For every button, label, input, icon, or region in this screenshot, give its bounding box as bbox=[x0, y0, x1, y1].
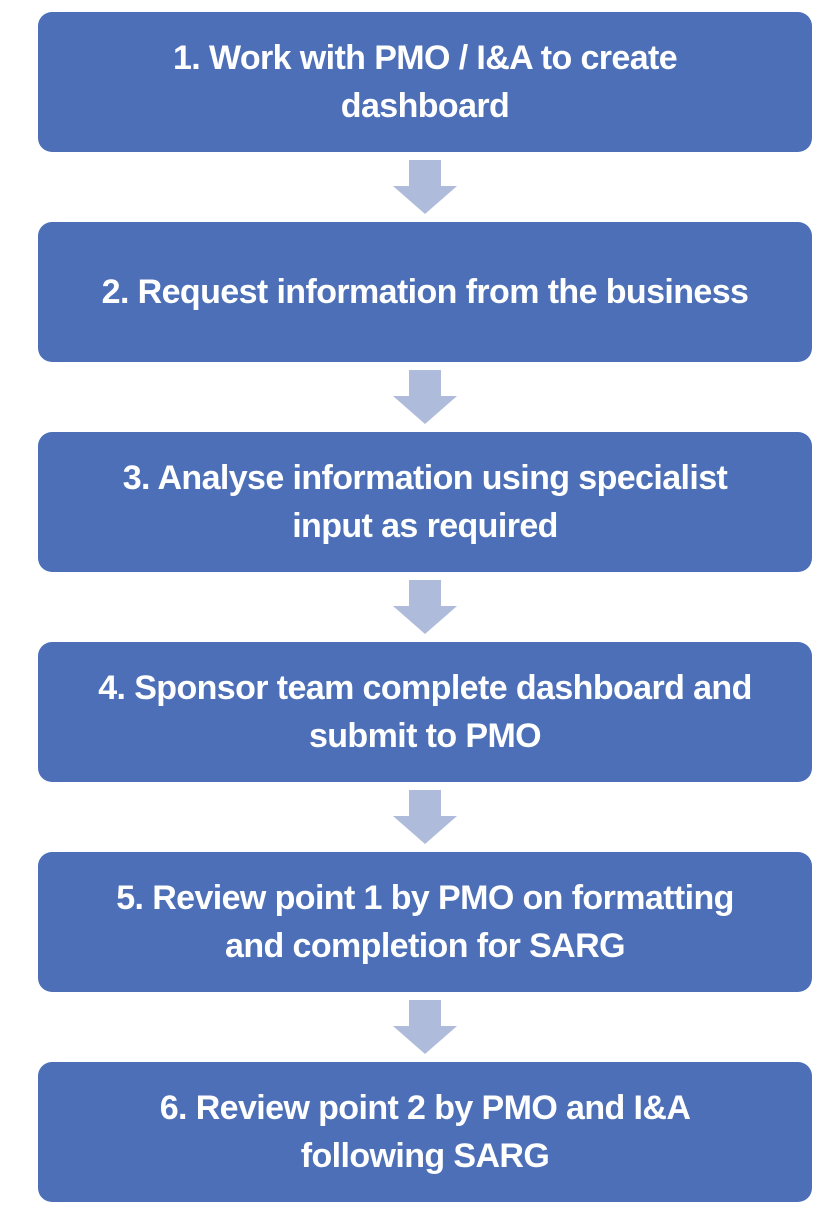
flow-step-2: 2. Request information from the business bbox=[38, 222, 812, 362]
connector-2 bbox=[38, 362, 812, 432]
flow-step-4: 4. Sponsor team complete dashboard and s… bbox=[38, 642, 812, 782]
flow-step-3-label: 3. Analyse information using specialist bbox=[122, 459, 728, 497]
flow-step-5-label: 5. Review point 1 by PMO on formatting bbox=[116, 879, 734, 917]
flow-step-6-label: 6. Review point 2 by PMO and I&A bbox=[159, 1089, 691, 1127]
connector-5 bbox=[38, 992, 812, 1062]
flow-step-5-label-line2: and completion for SARG bbox=[225, 927, 625, 965]
flow-step-2-label: 2. Request information from the business bbox=[101, 273, 749, 311]
connector-4 bbox=[38, 782, 812, 852]
flow-step-4-label-line2: submit to PMO bbox=[308, 717, 542, 755]
flow-step-4-label: 4. Sponsor team complete dashboard and bbox=[98, 669, 752, 707]
down-arrow-icon bbox=[393, 160, 457, 214]
connector-3 bbox=[38, 572, 812, 642]
flow-step-6: 6. Review point 2 by PMO and I&A followi… bbox=[38, 1062, 812, 1202]
down-arrow-icon bbox=[393, 790, 457, 844]
flow-step-3: 3. Analyse information using specialist … bbox=[38, 432, 812, 572]
connector-1 bbox=[38, 152, 812, 222]
flow-step-3-label-line2: input as required bbox=[292, 507, 558, 545]
flow-step-6-label-line2: following SARG bbox=[300, 1137, 550, 1175]
flow-step-1-label: 1. Work with PMO / I&A to create bbox=[172, 39, 678, 77]
down-arrow-icon bbox=[393, 580, 457, 634]
flow-step-1: 1. Work with PMO / I&A to create dashboa… bbox=[38, 12, 812, 152]
down-arrow-icon bbox=[393, 370, 457, 424]
flow-step-5: 5. Review point 1 by PMO on formatting a… bbox=[38, 852, 812, 992]
flow-step-1-label-line2: dashboard bbox=[340, 87, 510, 125]
down-arrow-icon bbox=[393, 1000, 457, 1054]
